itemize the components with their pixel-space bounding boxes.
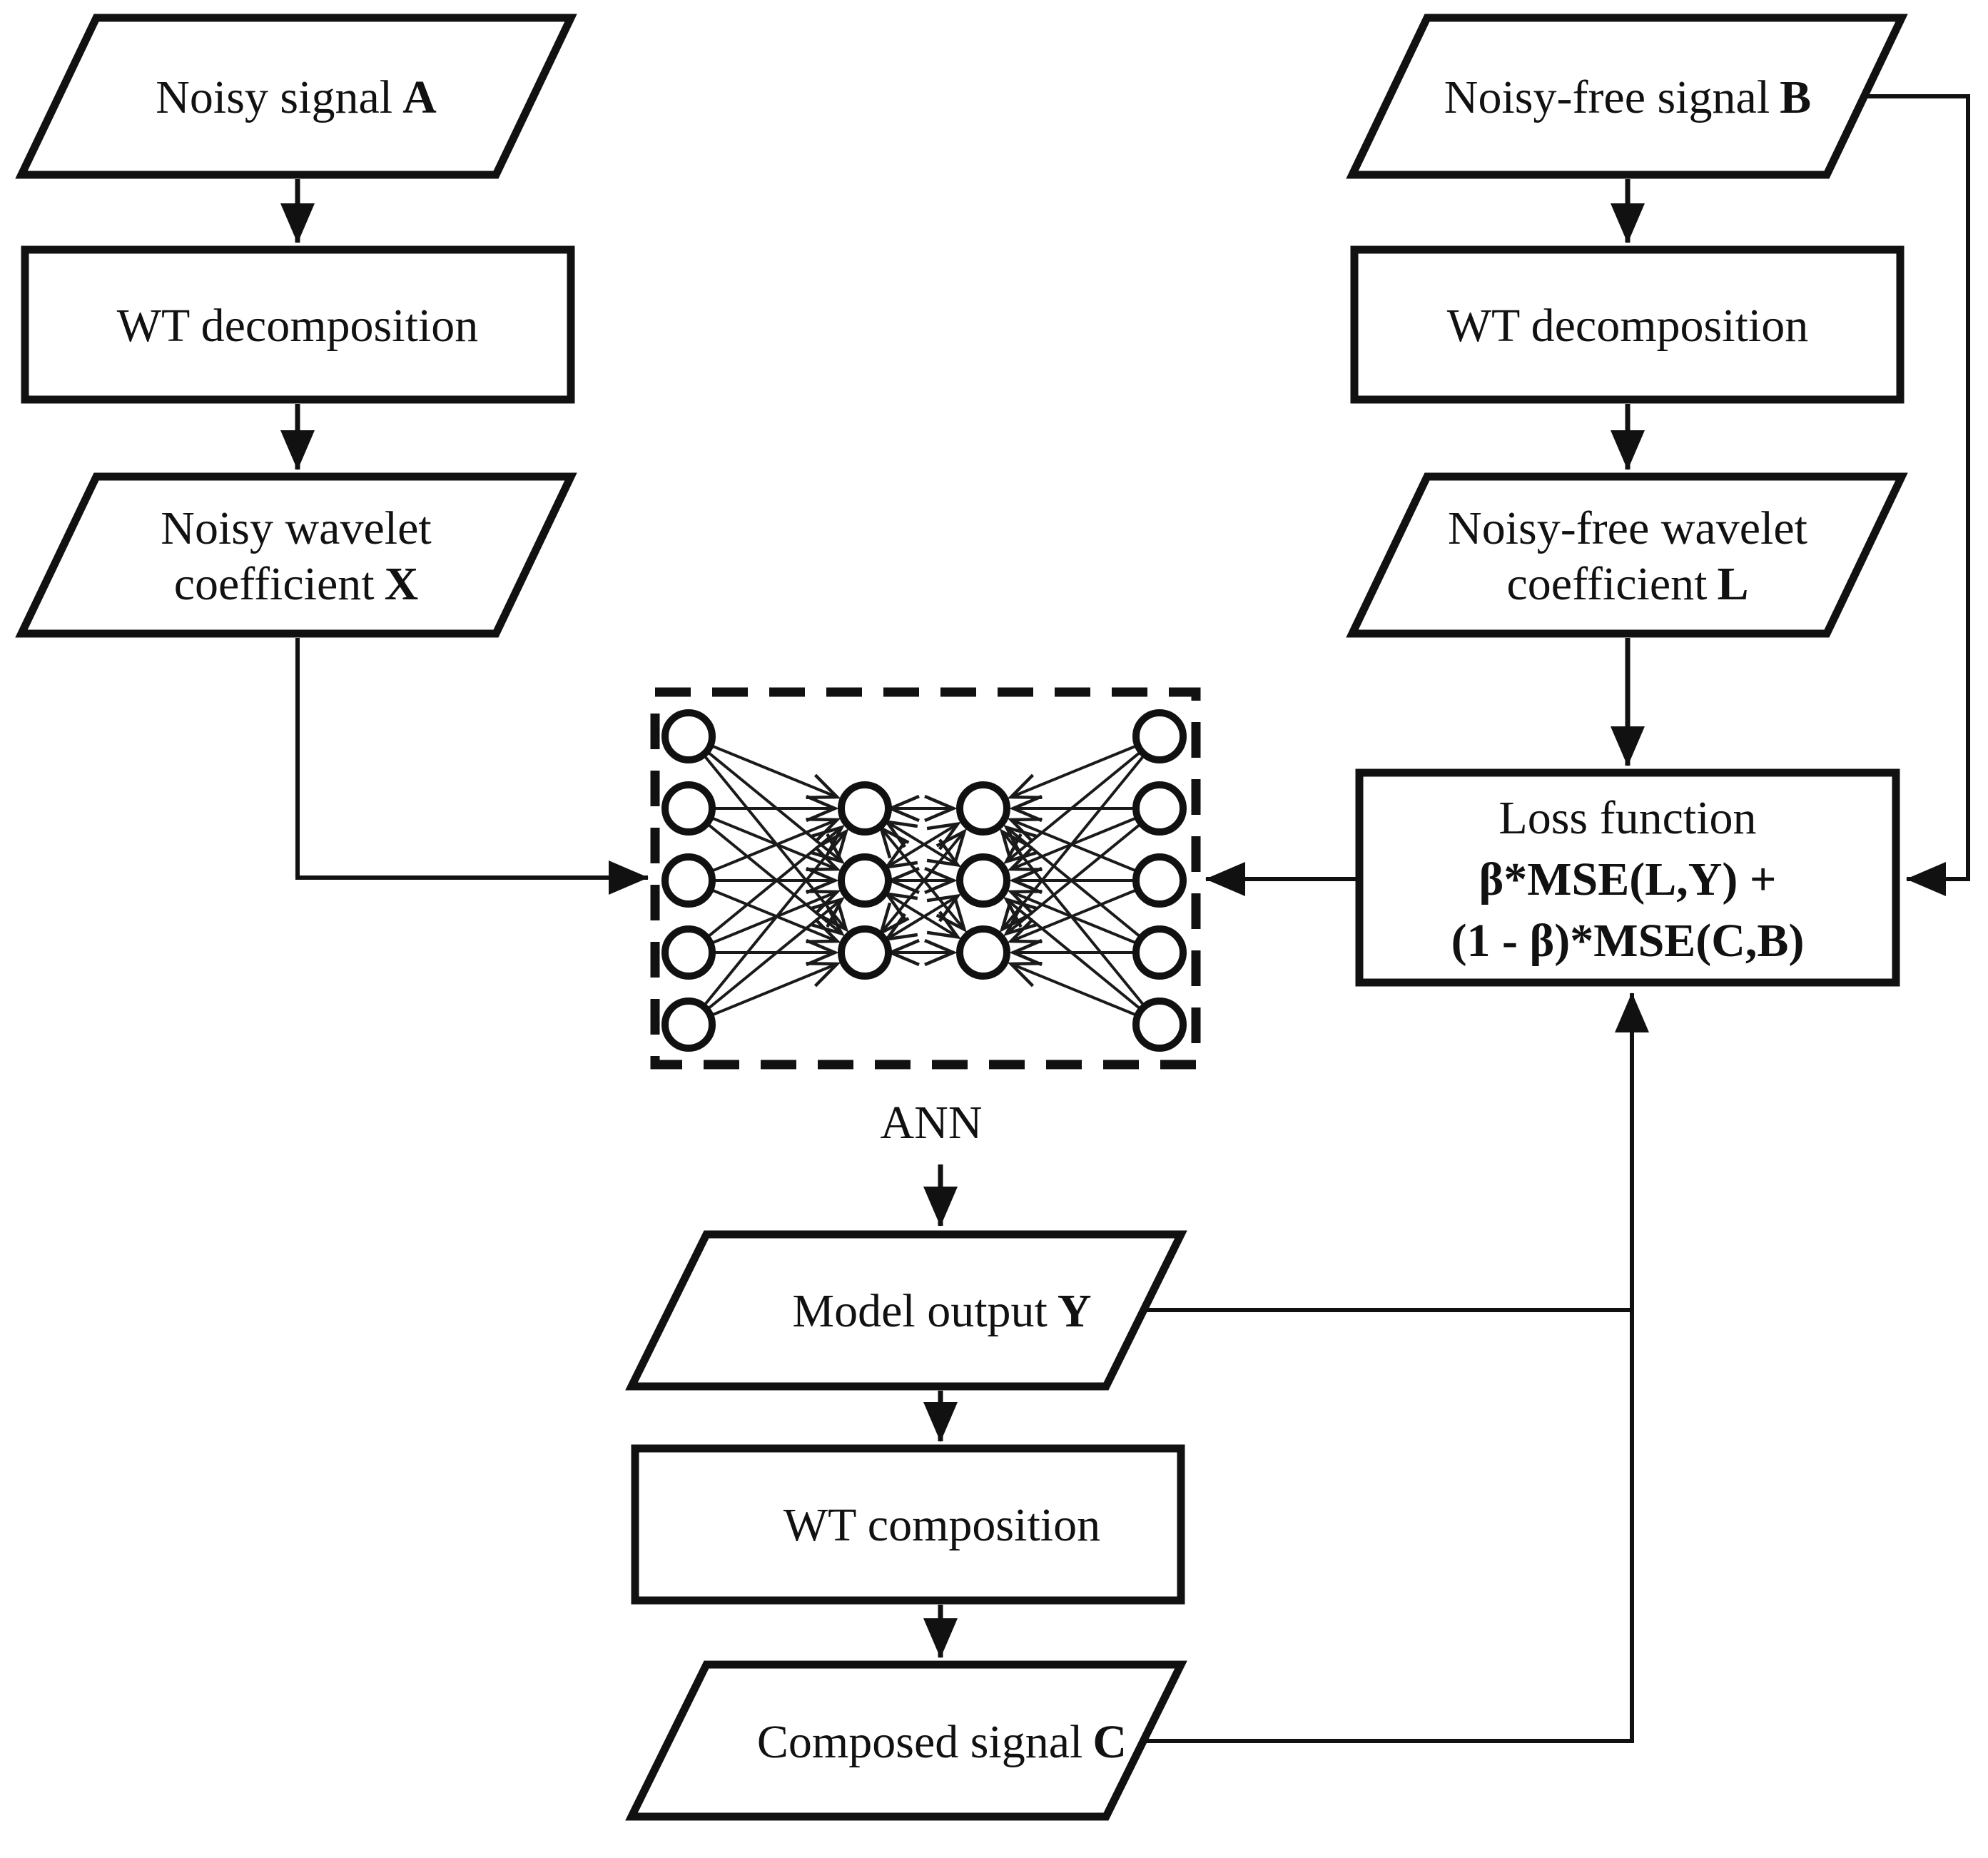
wt-composition-box: WT composition — [631, 1444, 1185, 1605]
ann-connection-line — [711, 888, 841, 943]
ann-connection-line — [1007, 962, 1137, 1017]
ann-connection-line — [1003, 896, 1141, 1010]
ann-neuron-node — [661, 853, 716, 908]
ann-neuron-node — [838, 925, 892, 980]
loss-function-box: Loss function β*MSE(L,Y) + (1 - β)*MSE(C… — [1355, 768, 1900, 987]
ann-connection-line — [883, 891, 962, 940]
ann-neuron-node — [661, 781, 716, 836]
connector-signal-b-to-loss — [1864, 94, 1970, 896]
ann-label: ANN — [881, 1097, 983, 1149]
ann-neuron-node — [838, 853, 892, 908]
ann-connection-line — [883, 819, 962, 868]
wt-decomposition-left-box: WT decomposition — [21, 245, 575, 404]
ann-neuron-node — [1132, 709, 1187, 763]
ann-neuron-node — [1132, 781, 1187, 836]
loss-function-label: Loss function — [1498, 792, 1756, 844]
ann-connection-line — [1007, 888, 1137, 943]
ann-neuron-node — [956, 853, 1010, 908]
ann-connection-line — [999, 828, 1145, 1006]
loss-function-formula-line2: (1 - β)*MSE(C,B) — [1451, 915, 1805, 967]
ann-neuron-node — [956, 781, 1010, 836]
ann-connection-line — [883, 893, 962, 942]
ann-connection-line — [711, 962, 841, 1017]
ann-connection-line — [711, 744, 841, 799]
connector-noisy-wavelet-to-ann — [295, 638, 649, 895]
connector-composed-signal-to-loss — [1143, 993, 1649, 1743]
ann-connection-line — [707, 896, 845, 1010]
wt-decomposition-right-box: WT decomposition — [1350, 245, 1905, 404]
wt-composition-label: WT composition — [783, 1499, 1100, 1551]
ann-neuron-node — [661, 997, 716, 1052]
ann-network — [661, 709, 1187, 1052]
ann-connection-line — [711, 816, 841, 871]
noisy-wavelet-label-line1: Noisy wavelet — [161, 502, 431, 554]
ann-neuron-node — [838, 781, 892, 836]
ann-connection-line — [1007, 744, 1137, 799]
ann-neuron-node — [956, 925, 1010, 980]
ann-neuron-node — [1132, 925, 1187, 980]
ann-neuron-node — [1132, 997, 1187, 1052]
ann-neuron-node — [661, 709, 716, 763]
ann-neuron-node — [661, 925, 716, 980]
ann-connection-line — [883, 821, 962, 870]
ann-connection-line — [704, 828, 849, 1006]
wt-decomposition-left-label: WT decomposition — [117, 300, 479, 352]
noisy-free-wavelet-label-line1: Noisy-free wavelet — [1448, 502, 1807, 554]
ann-neuron-node — [1132, 853, 1187, 908]
ann-connection-line — [1007, 816, 1137, 871]
loss-function-formula-line1: β*MSE(L,Y) + — [1479, 853, 1776, 905]
wt-decomposition-right-label: WT decomposition — [1447, 300, 1809, 352]
